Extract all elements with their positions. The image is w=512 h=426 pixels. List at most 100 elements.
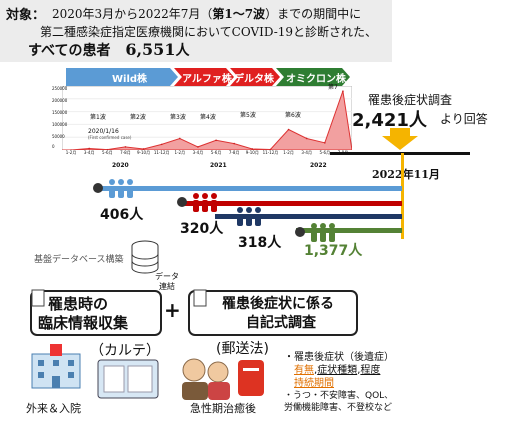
ytick: 150000: [52, 110, 68, 115]
outpatient-label: 外来＆入院: [26, 402, 81, 415]
variant-delta-arrow: [230, 68, 280, 86]
data-point: [269, 148, 272, 150]
target-label: 対象：: [6, 8, 46, 23]
first-case-note: (First confirmed case): [88, 135, 132, 140]
database-label: 基盤データベース構築: [34, 255, 124, 265]
year-label: 2021: [210, 162, 227, 169]
all-patients-text: すべての患者: [28, 43, 111, 59]
survey-tail: より回答: [440, 112, 488, 126]
month-tick: 7-8月: [228, 150, 240, 155]
cohort-1-people-icon: [93, 179, 133, 198]
timeline-end-marker: [401, 153, 404, 239]
variant-alpha-arrow: [174, 68, 234, 86]
medical-record-icon: [97, 359, 159, 399]
month-tick: 1-2月: [283, 150, 294, 155]
data-link-text-1: データ: [155, 272, 179, 281]
data-link-label: データ 連結: [155, 272, 179, 292]
wave-label: 第1波: [90, 114, 106, 121]
first-case-date: 2020/1/16: [88, 128, 119, 135]
hospital-icon: [31, 344, 81, 389]
clinical-info-box: [30, 290, 162, 336]
data-point: [142, 148, 145, 150]
ytick: 50000: [52, 134, 65, 139]
cohort-4-count: 1,377人: [304, 243, 363, 259]
cohort-2-count: 320人: [180, 221, 224, 237]
work-function-line: 労働機能障害、不登校など: [284, 403, 393, 413]
variant-bar: [66, 68, 350, 86]
wave-label: 第6波: [285, 112, 301, 119]
variant-wild: Wild株: [112, 74, 148, 85]
data-point: [106, 148, 109, 150]
period-tail: ）までの期間中に: [265, 7, 362, 21]
epidemic-chart: [62, 86, 352, 150]
period-text: 2020年3月から2022年7月（: [52, 7, 213, 21]
month-tick: 9-10月: [245, 150, 259, 155]
mail-survey-label: (郵送法): [216, 341, 269, 357]
self-report-line1: 罹患後症状に係る: [222, 296, 334, 312]
ytick: 100000: [52, 122, 68, 127]
month-tick: 3-4月: [192, 150, 204, 155]
data-point: [215, 139, 217, 142]
month-tick: 5-6月: [319, 150, 331, 155]
patients-mailbox-icon: [182, 358, 264, 400]
month-tick: 1-2月: [174, 150, 186, 155]
survey-line: [330, 152, 470, 155]
wave-label: 第7: [328, 84, 338, 91]
variant-delta: デルタ株: [234, 74, 274, 85]
acute-recovery-label: 急性期治癒後: [190, 402, 256, 415]
variant-omicron-arrow: [276, 68, 350, 86]
chart-yticks: 250000 200000 150000 100000 50000 0: [52, 86, 68, 150]
data-link-text-2: 連結: [159, 282, 175, 291]
ytick: 200000: [52, 98, 68, 103]
cohort-3-count: 318人: [238, 235, 282, 251]
cohort-1-count: 406人: [100, 207, 144, 223]
month-tick: 9-10月: [137, 150, 151, 155]
survey-count: 2,421人: [352, 110, 427, 131]
cohort-bar-1: [100, 186, 402, 191]
cohort-bar-4: [296, 228, 402, 233]
mental-health-line: ・うつ・不安障害、QOL、: [284, 391, 394, 401]
symptom-severity: 程度: [360, 365, 381, 376]
virus-icon: [295, 227, 305, 237]
symptom-duration: 持続期間: [294, 378, 334, 389]
variant-omicron: オミクロン株: [286, 74, 346, 85]
data-point: [160, 143, 163, 146]
symptom-sep: ,: [357, 365, 361, 376]
data-point: [70, 149, 72, 150]
virus-icon: [93, 183, 103, 193]
cohort-4-people-icon: [295, 223, 335, 242]
target-header: [0, 0, 392, 62]
ytick: 250000: [52, 86, 68, 91]
virus-icon: [177, 197, 187, 207]
waves-text: 第1〜7波: [212, 7, 266, 21]
month-tick: 5-6月: [102, 150, 113, 155]
survey-title: 罹患後症状調査: [368, 93, 453, 107]
month-tick: 11-12月: [262, 150, 279, 155]
wave-label: 第3波: [170, 114, 186, 121]
self-report-box: [188, 290, 358, 336]
database-icon: [131, 240, 159, 274]
symptom-type: 症状種類: [317, 365, 358, 376]
clinical-info-line2: 臨床情報収集: [38, 314, 129, 332]
patient-unit: 人: [175, 43, 190, 59]
document-icon: [31, 289, 45, 307]
month-tick: 1-2月: [65, 150, 77, 155]
data-point: [233, 142, 235, 145]
wave-label: 第2波: [130, 114, 146, 121]
symptom-sep: ,: [314, 365, 318, 376]
hospital-line: 第二種感染症指定医療機関においてCOVID-19と診断された、: [40, 25, 378, 39]
down-arrow-icon: [382, 128, 418, 150]
data-point: [251, 148, 254, 150]
variant-wild-arrow: [66, 68, 178, 86]
data-point: [124, 146, 127, 148]
karte-label: （カルテ）: [90, 343, 160, 359]
cohort-bar-2: [185, 201, 402, 206]
data-point: [342, 90, 344, 92]
year-label: 2022: [310, 162, 327, 169]
data-point: [179, 137, 181, 140]
symptom-presence: 有無: [294, 365, 314, 376]
wave-label: 第4波: [200, 114, 216, 121]
month-tick: 11-12月: [153, 150, 170, 155]
timeline-end-label: 2022年11月: [372, 168, 440, 181]
